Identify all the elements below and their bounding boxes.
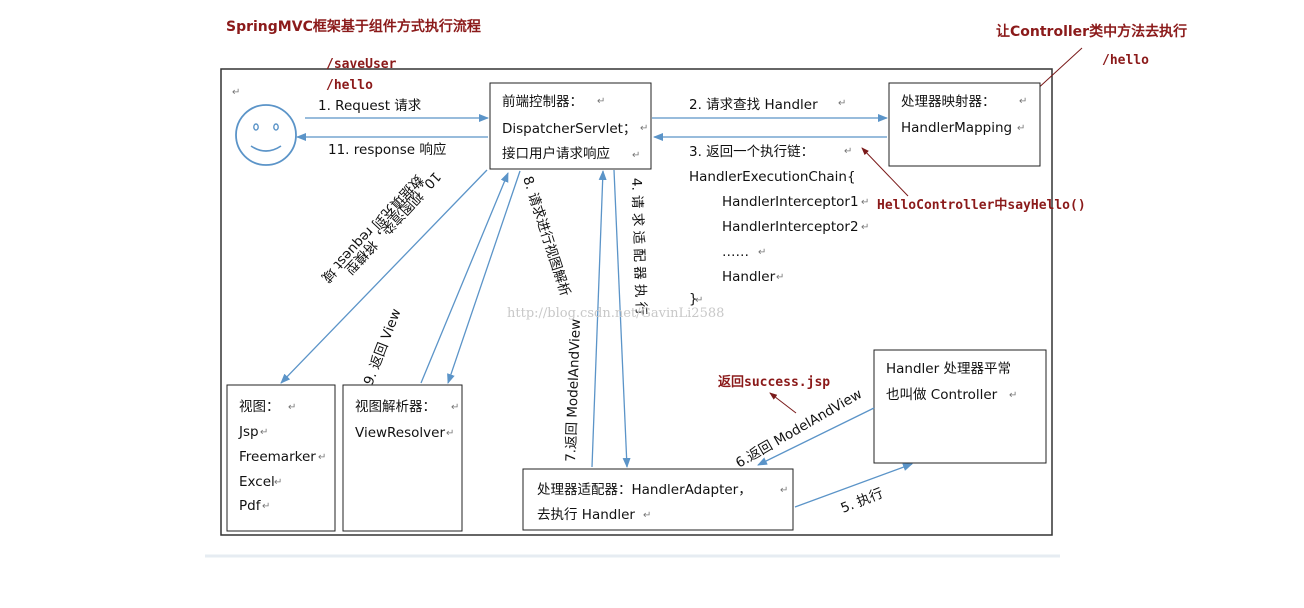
svg-text:↵: ↵ xyxy=(844,146,852,157)
svg-text:↵: ↵ xyxy=(695,295,703,306)
handler-adapter-line-2: 去执行 Handler xyxy=(537,507,635,523)
step-4-label: 4. 请 求 适 配 器 执 行 xyxy=(628,178,649,316)
arrow-view-resolve xyxy=(447,170,521,384)
chain-line-2: HandlerExecutionChain{ xyxy=(689,169,856,185)
view-resolver-box xyxy=(342,384,463,532)
view-line-3: Freemarker xyxy=(239,449,316,465)
svg-text:↵: ↵ xyxy=(838,98,846,109)
svg-text:↵: ↵ xyxy=(451,402,459,413)
dispatcher-line-1: 前端控制器： xyxy=(502,93,583,110)
svg-text:↵: ↵ xyxy=(597,96,605,107)
dispatcher-line-2: DispatcherServlet； xyxy=(502,121,636,137)
annotation-hello-left: /hello xyxy=(326,78,373,93)
step-10-label-line-2: 数据填充到 request 域 xyxy=(318,171,426,285)
arrow-execute xyxy=(794,463,913,508)
handler-mapping-line-1: 处理器映射器： xyxy=(901,94,996,110)
view-resolver-line-2: ViewResolver xyxy=(355,425,445,441)
step-2-label: 2. 请求查找 Handler xyxy=(689,97,818,113)
annotation-save-user: /saveUser xyxy=(326,57,397,72)
chain-line-6: Handler xyxy=(722,269,776,285)
svg-text:↵: ↵ xyxy=(758,247,766,258)
step-1-label: 1. Request 请求 xyxy=(318,98,422,114)
svg-text:↵: ↵ xyxy=(446,428,454,439)
user-smiley-icon xyxy=(235,104,297,166)
handler-adapter-line-1: 处理器适配器：HandlerAdapter， xyxy=(537,482,752,498)
chain-line-5: …… xyxy=(722,244,749,260)
svg-text:↵: ↵ xyxy=(1017,123,1025,134)
handler-line-2: 也叫做 Controller xyxy=(886,387,998,403)
step-5-label: 5. 执行 xyxy=(839,485,886,516)
dispatcher-box xyxy=(489,82,652,170)
dispatcher-line-3: 接口用户请求响应 xyxy=(502,145,610,162)
svg-text:↵: ↵ xyxy=(274,477,282,488)
pointer-return-success xyxy=(769,392,797,414)
view-resolver-line-1: 视图解析器： xyxy=(355,399,436,415)
annotation-controller-method: 让Controller类中方法去执行 xyxy=(996,23,1187,40)
outer-frame xyxy=(220,68,1053,536)
svg-text:↵: ↵ xyxy=(632,150,640,161)
annotation-hello-controller: HelloController中sayHello() xyxy=(877,197,1086,213)
svg-text:↵: ↵ xyxy=(232,87,240,98)
view-line-2: Jsp xyxy=(238,424,259,440)
chain-line-1: 3. 返回一个执行链： xyxy=(689,144,814,160)
handler-mapping-box xyxy=(888,82,1041,167)
view-box xyxy=(226,384,336,532)
step-6-label: 6.返回 ModelAndView xyxy=(733,386,865,471)
svg-text:↵: ↵ xyxy=(861,222,869,233)
paragraph-marks: ↵ ↵ ↵ ↵ ↵ ↵ ↵ ↵ ↵ ↵ ↵ ↵ ↵ ↵ ↵ ↵ ↵ ↵ ↵ ↵ … xyxy=(232,87,1027,521)
svg-text:↵: ↵ xyxy=(288,402,296,413)
step-11-label: 11. response 响应 xyxy=(328,141,446,158)
svg-text:↵: ↵ xyxy=(260,427,268,438)
handler-line-1: Handler 处理器平常 xyxy=(886,361,1011,377)
svg-text:↵: ↵ xyxy=(318,452,326,463)
svg-text:↵: ↵ xyxy=(640,123,648,134)
view-line-4: Excel xyxy=(239,474,275,490)
svg-text:↵: ↵ xyxy=(643,510,651,521)
svg-text:↵: ↵ xyxy=(262,501,270,512)
diagram-title: SpringMVC框架基于组件方式执行流程 xyxy=(226,18,481,35)
chain-line-3: HandlerInterceptor1 xyxy=(722,194,859,210)
chain-line-4: HandlerInterceptor2 xyxy=(722,219,859,235)
step-9-label: 9. 返回 View xyxy=(361,307,405,388)
svg-text:↵: ↵ xyxy=(780,485,788,496)
arrow-render xyxy=(280,169,488,384)
arrow-return-view xyxy=(420,172,509,384)
handler-box xyxy=(873,349,1047,464)
step-7-label: 7.返回 ModelAndView xyxy=(563,319,584,463)
step-8-label: 8. 请求进行视图解析 xyxy=(519,174,573,298)
view-line-5: Pdf xyxy=(239,498,262,514)
svg-text:↵: ↵ xyxy=(861,197,869,208)
svg-text:↵: ↵ xyxy=(1019,96,1027,107)
watermark: http://blog.csdn.net/GavinLi2588 xyxy=(507,306,724,321)
annotation-hello-right: /hello xyxy=(1102,53,1149,68)
annotation-return-success: 返回success.jsp xyxy=(718,375,830,390)
arrow-return-model-and-view-6 xyxy=(757,407,875,466)
handler-adapter-box xyxy=(522,468,794,531)
arrow-return-model-and-view-7 xyxy=(591,170,607,468)
pointer-hello-controller xyxy=(861,147,909,197)
view-line-1: 视图： xyxy=(239,399,280,415)
svg-text:↵: ↵ xyxy=(1009,390,1017,401)
arrow-request-adapter xyxy=(613,169,631,468)
handler-mapping-line-2: HandlerMapping xyxy=(901,120,1012,136)
svg-text:↵: ↵ xyxy=(776,272,784,283)
step-10-label-line-1: 10. 视图渲染，将模型 xyxy=(341,168,444,277)
chain-line-7: } xyxy=(689,291,698,307)
